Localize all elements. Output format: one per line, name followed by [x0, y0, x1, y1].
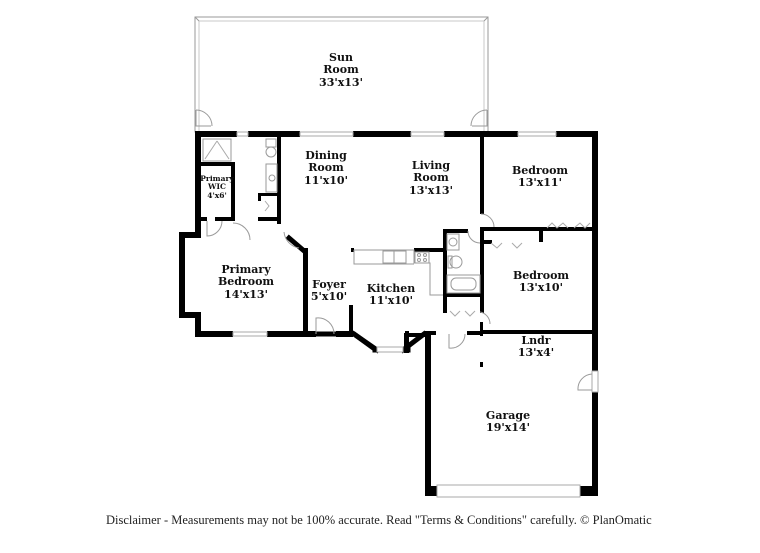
room-name: Room — [413, 171, 449, 185]
room-dimensions: 13'x13' — [409, 183, 453, 197]
room-name: Kitchen — [366, 282, 416, 295]
bifold-doors — [264, 200, 591, 317]
room-label-sun-room: Sun Room 33'x13' — [319, 51, 363, 89]
room-label-kitchen: Kitchen 11'x10' — [366, 282, 416, 308]
room-name: Bedroom — [512, 269, 570, 282]
room-dimensions: 11'x10' — [369, 294, 413, 308]
room-dimensions: 4'x6' — [207, 190, 227, 200]
room-name: Lndr — [521, 334, 551, 347]
fixtures — [202, 138, 481, 296]
door-swings — [206, 213, 593, 391]
room-label-bedroom-1: Bedroom 13'x11' — [511, 164, 569, 190]
room-dimensions: 33'x13' — [319, 75, 363, 89]
room-name: Room — [308, 161, 344, 175]
room-dimensions: 11'x10' — [304, 173, 348, 187]
room-dimensions: 13'x4' — [517, 346, 555, 360]
kitchen-bay-walls-2 — [404, 333, 426, 353]
room-name: WIC — [208, 182, 226, 192]
room-dimensions: 14'x13' — [224, 287, 268, 301]
disclaimer-text: Disclaimer - Measurements may not be 100… — [106, 513, 652, 527]
room-label-dining-room: Dining Room 11'x10' — [304, 149, 348, 187]
room-label-primary-wic: Primary WIC 4'x6' — [200, 174, 234, 200]
room-name: Bedroom — [511, 164, 569, 177]
room-name: Bedroom — [217, 275, 275, 289]
room-name: Primary — [221, 263, 271, 276]
room-name: Living — [411, 159, 451, 172]
room-label-living-room: Living Room 13'x13' — [409, 159, 453, 197]
room-dimensions: 13'x10' — [519, 281, 563, 295]
room-name: Dining — [305, 149, 347, 162]
room-dimensions: 19'x14' — [486, 421, 530, 435]
door-swing-icon — [195, 109, 488, 127]
room-name: Garage — [485, 409, 531, 422]
room-label-primary-bedroom: Primary Bedroom 14'x13' — [217, 263, 275, 301]
room-label-bedroom-2: Bedroom 13'x10' — [512, 269, 570, 295]
room-name: Primary — [200, 174, 234, 183]
room-label-laundry: Lndr 13'x4' — [517, 334, 555, 360]
room-dimensions: 5'x10' — [310, 290, 348, 304]
room-name: Foyer — [312, 278, 346, 291]
room-label-garage: Garage 19'x14' — [485, 409, 531, 435]
room-name: Sun — [329, 51, 353, 64]
windows — [232, 131, 599, 498]
room-label-foyer: Foyer 5'x10' — [310, 278, 348, 304]
room-dimensions: 13'x11' — [518, 176, 562, 190]
room-name: Room — [323, 63, 359, 77]
